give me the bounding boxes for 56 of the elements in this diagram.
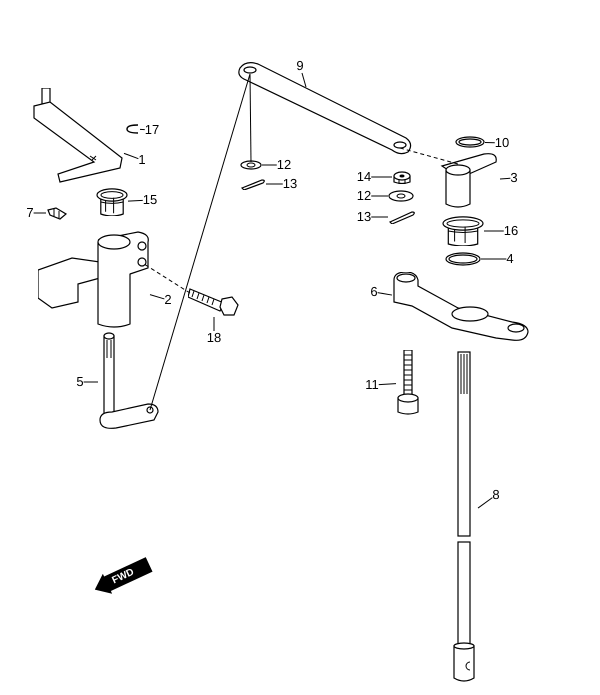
cotter-pin-drawing bbox=[240, 178, 266, 190]
washer-drawing bbox=[240, 160, 262, 170]
leader-line bbox=[370, 216, 388, 218]
assembly-line bbox=[150, 74, 250, 410]
callout-number: 2 bbox=[164, 293, 172, 307]
callout-number: 1 bbox=[138, 153, 146, 167]
callout-number: 10 bbox=[494, 136, 510, 150]
leader-line bbox=[377, 292, 392, 296]
callout-number: 16 bbox=[504, 224, 518, 238]
callout-number: 12 bbox=[276, 158, 292, 172]
callout-number: 12 bbox=[356, 189, 372, 203]
callout-number: 13 bbox=[282, 177, 298, 191]
callout-number: 6 bbox=[370, 285, 378, 299]
callout-number: 17 bbox=[144, 123, 160, 137]
leader-line bbox=[370, 176, 392, 178]
callout-number: 8 bbox=[492, 488, 500, 502]
callout-number: 7 bbox=[26, 206, 34, 220]
bolt-drawing bbox=[396, 350, 420, 416]
assembly-line bbox=[250, 74, 252, 162]
callout-number: 11 bbox=[365, 378, 379, 392]
callout-number: 15 bbox=[142, 193, 158, 207]
bolt-drawing bbox=[188, 285, 240, 317]
leader-line bbox=[33, 212, 46, 214]
leader-line bbox=[124, 152, 139, 160]
leader-line bbox=[484, 142, 496, 144]
bushing-drawing bbox=[442, 216, 484, 246]
leader-line bbox=[480, 258, 507, 260]
leader-line bbox=[262, 164, 278, 166]
leader-line bbox=[140, 128, 146, 130]
callout-number: 14 bbox=[356, 170, 372, 184]
collar-nut-drawing bbox=[392, 170, 412, 184]
callout-number: 3 bbox=[510, 171, 518, 185]
shift-shaft-drawing bbox=[98, 332, 160, 432]
leader-line bbox=[302, 72, 306, 88]
callout-number: 18 bbox=[206, 331, 222, 345]
leader-line bbox=[128, 200, 144, 202]
leader-line bbox=[150, 294, 165, 300]
cotter-pin-drawing bbox=[388, 210, 416, 224]
assembly-line bbox=[400, 148, 458, 164]
e-clip-drawing bbox=[126, 124, 140, 134]
leader-line bbox=[500, 178, 511, 180]
o-ring-drawing bbox=[445, 252, 481, 266]
callout-number: 9 bbox=[296, 59, 304, 73]
assembly-line bbox=[144, 264, 190, 294]
direction-label: FWD bbox=[110, 566, 137, 588]
callout-number: 13 bbox=[356, 210, 372, 224]
shift-arm-drawing bbox=[440, 152, 500, 210]
callout-number: 4 bbox=[506, 252, 514, 266]
washer-drawing bbox=[388, 190, 414, 202]
grease-fitting-drawing bbox=[46, 206, 68, 220]
callout-number: 5 bbox=[76, 375, 84, 389]
leader-line bbox=[478, 497, 493, 509]
bushing-drawing bbox=[96, 188, 128, 216]
snap-ring-drawing bbox=[455, 136, 485, 148]
leader-line bbox=[378, 383, 396, 386]
leader-line bbox=[484, 230, 504, 232]
